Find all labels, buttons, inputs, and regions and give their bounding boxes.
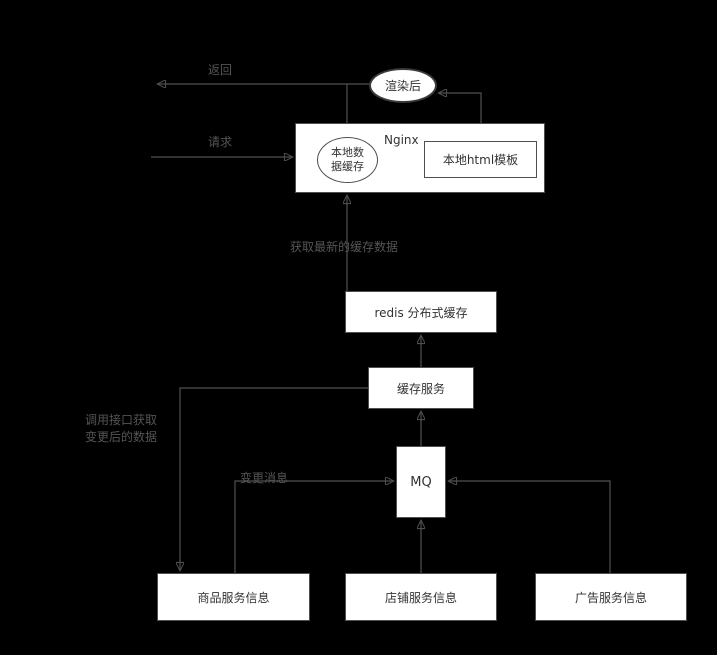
node-mq-label: MQ (410, 474, 432, 490)
node-local-html-template-label: 本地html模板 (442, 153, 519, 167)
node-product-service-label: 商品服务信息 (197, 590, 270, 605)
node-ad-service-label: 广告服务信息 (574, 590, 647, 605)
node-local-html-template: 本地html模板 (424, 141, 537, 178)
node-shop-service-label: 店铺服务信息 (384, 590, 457, 605)
edge-label-call-api-line1: 调用接口获取 (85, 413, 158, 427)
nginx-label: Nginx (384, 133, 419, 147)
node-cache-service-label: 缓存服务 (396, 381, 445, 396)
edge-label-change-message: 变更消息 (240, 471, 289, 485)
node-mq: MQ (396, 446, 446, 518)
node-local-data-cache: 本地数 据缓存 (317, 137, 378, 183)
node-shop-service: 店铺服务信息 (345, 573, 497, 621)
node-redis-label: redis 分布式缓存 (374, 305, 468, 320)
node-rendered: 渲染后 (369, 68, 437, 103)
edge-ad-to-mq (449, 481, 611, 573)
edge-product-to-mq (234, 481, 393, 573)
node-local-data-cache-line1: 本地数 (331, 146, 364, 159)
edge-label-call-api: 调用接口获取 变更后的数据 (85, 412, 157, 446)
edge-label-return: 返回 (208, 63, 233, 77)
edge-label-fetch-latest: 获取最新的缓存数据 (290, 240, 399, 254)
node-product-service: 商品服务信息 (157, 573, 310, 621)
node-cache-service: 缓存服务 (368, 367, 474, 409)
node-ad-service: 广告服务信息 (535, 573, 687, 621)
node-local-data-cache-line2: 据缓存 (331, 160, 364, 173)
edge-label-call-api-line2: 变更后的数据 (85, 430, 158, 444)
node-redis: redis 分布式缓存 (345, 291, 497, 333)
node-rendered-label: 渲染后 (384, 79, 421, 93)
edge-label-request: 请求 (208, 135, 233, 149)
